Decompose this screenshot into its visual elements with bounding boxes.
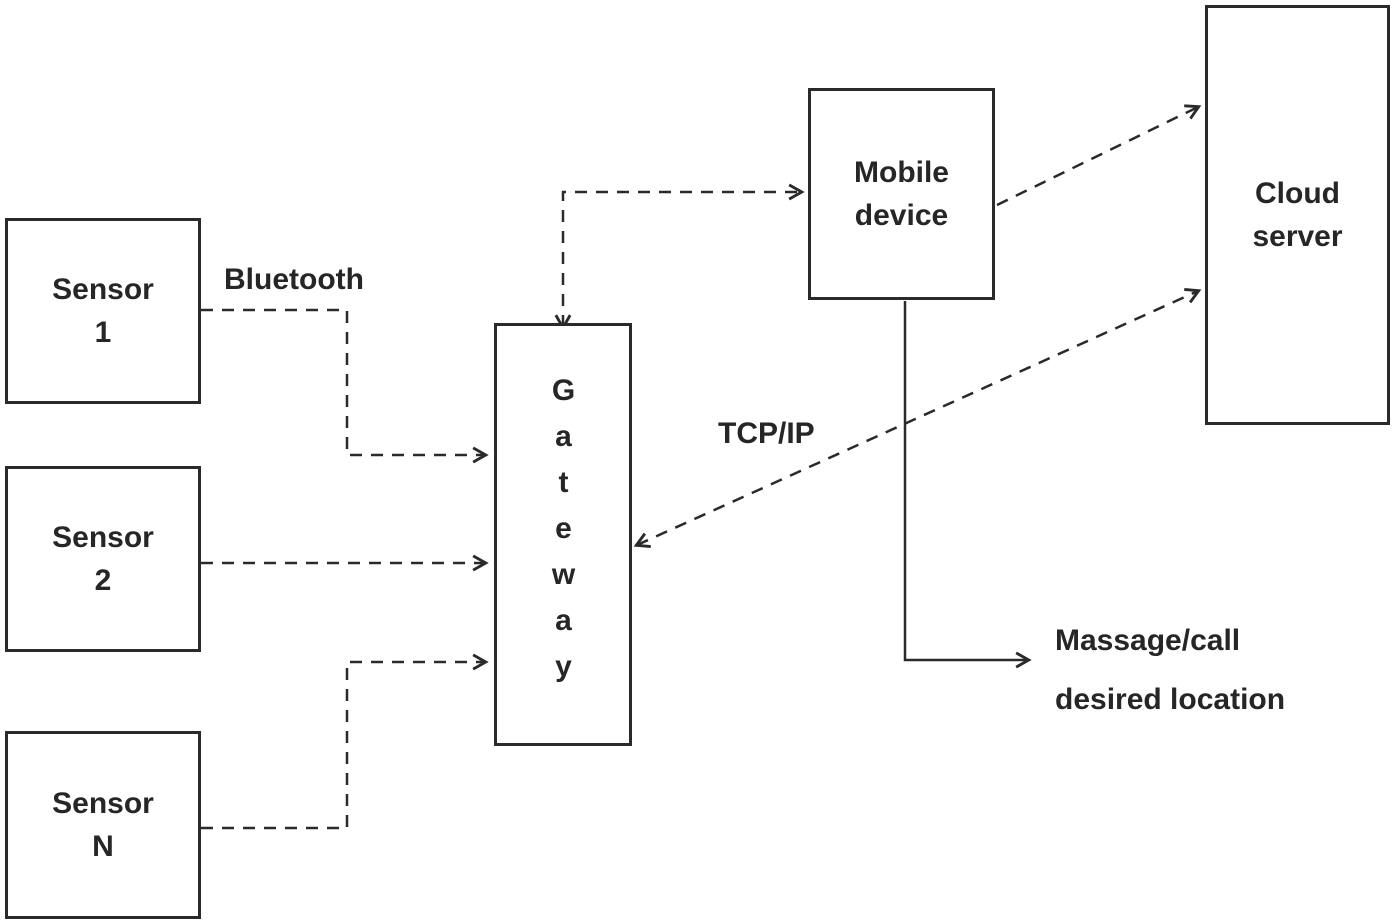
node-cloud-server-label: Cloud server — [1252, 176, 1343, 254]
node-sensor-2-label: Sensor 2 — [52, 520, 154, 598]
bluetooth-edge-label: Bluetooth — [224, 263, 364, 296]
node-sensor-1-label: Sensor 1 — [52, 272, 154, 350]
node-mobile-device: Mobile device — [808, 88, 995, 300]
node-sensor-1: Sensor 1 — [5, 218, 201, 404]
node-cloud-server: Cloud server — [1205, 5, 1390, 425]
edge-mobile-cloud — [996, 104, 1202, 207]
edge-sensorN-gateway — [201, 653, 489, 830]
message-label-line1: Massage/call — [1055, 624, 1241, 657]
node-sensor-2: Sensor 2 — [5, 466, 201, 652]
edge-gateway-cloud — [633, 287, 1202, 549]
node-mobile-device-label: Mobile device — [854, 155, 949, 233]
edge-gateway-mobile — [554, 183, 805, 331]
edge-sensor1-gateway — [201, 308, 489, 464]
tcpip-edge-label: TCP/IP — [718, 417, 815, 450]
node-gateway: Gateway — [494, 323, 632, 746]
node-sensor-n: Sensor N — [5, 731, 201, 919]
edge-mobile-message — [903, 301, 1032, 669]
message-label-line2: desired location — [1055, 683, 1286, 716]
node-gateway-label: Gateway — [547, 373, 580, 696]
node-sensor-n-label: Sensor N — [52, 786, 154, 864]
